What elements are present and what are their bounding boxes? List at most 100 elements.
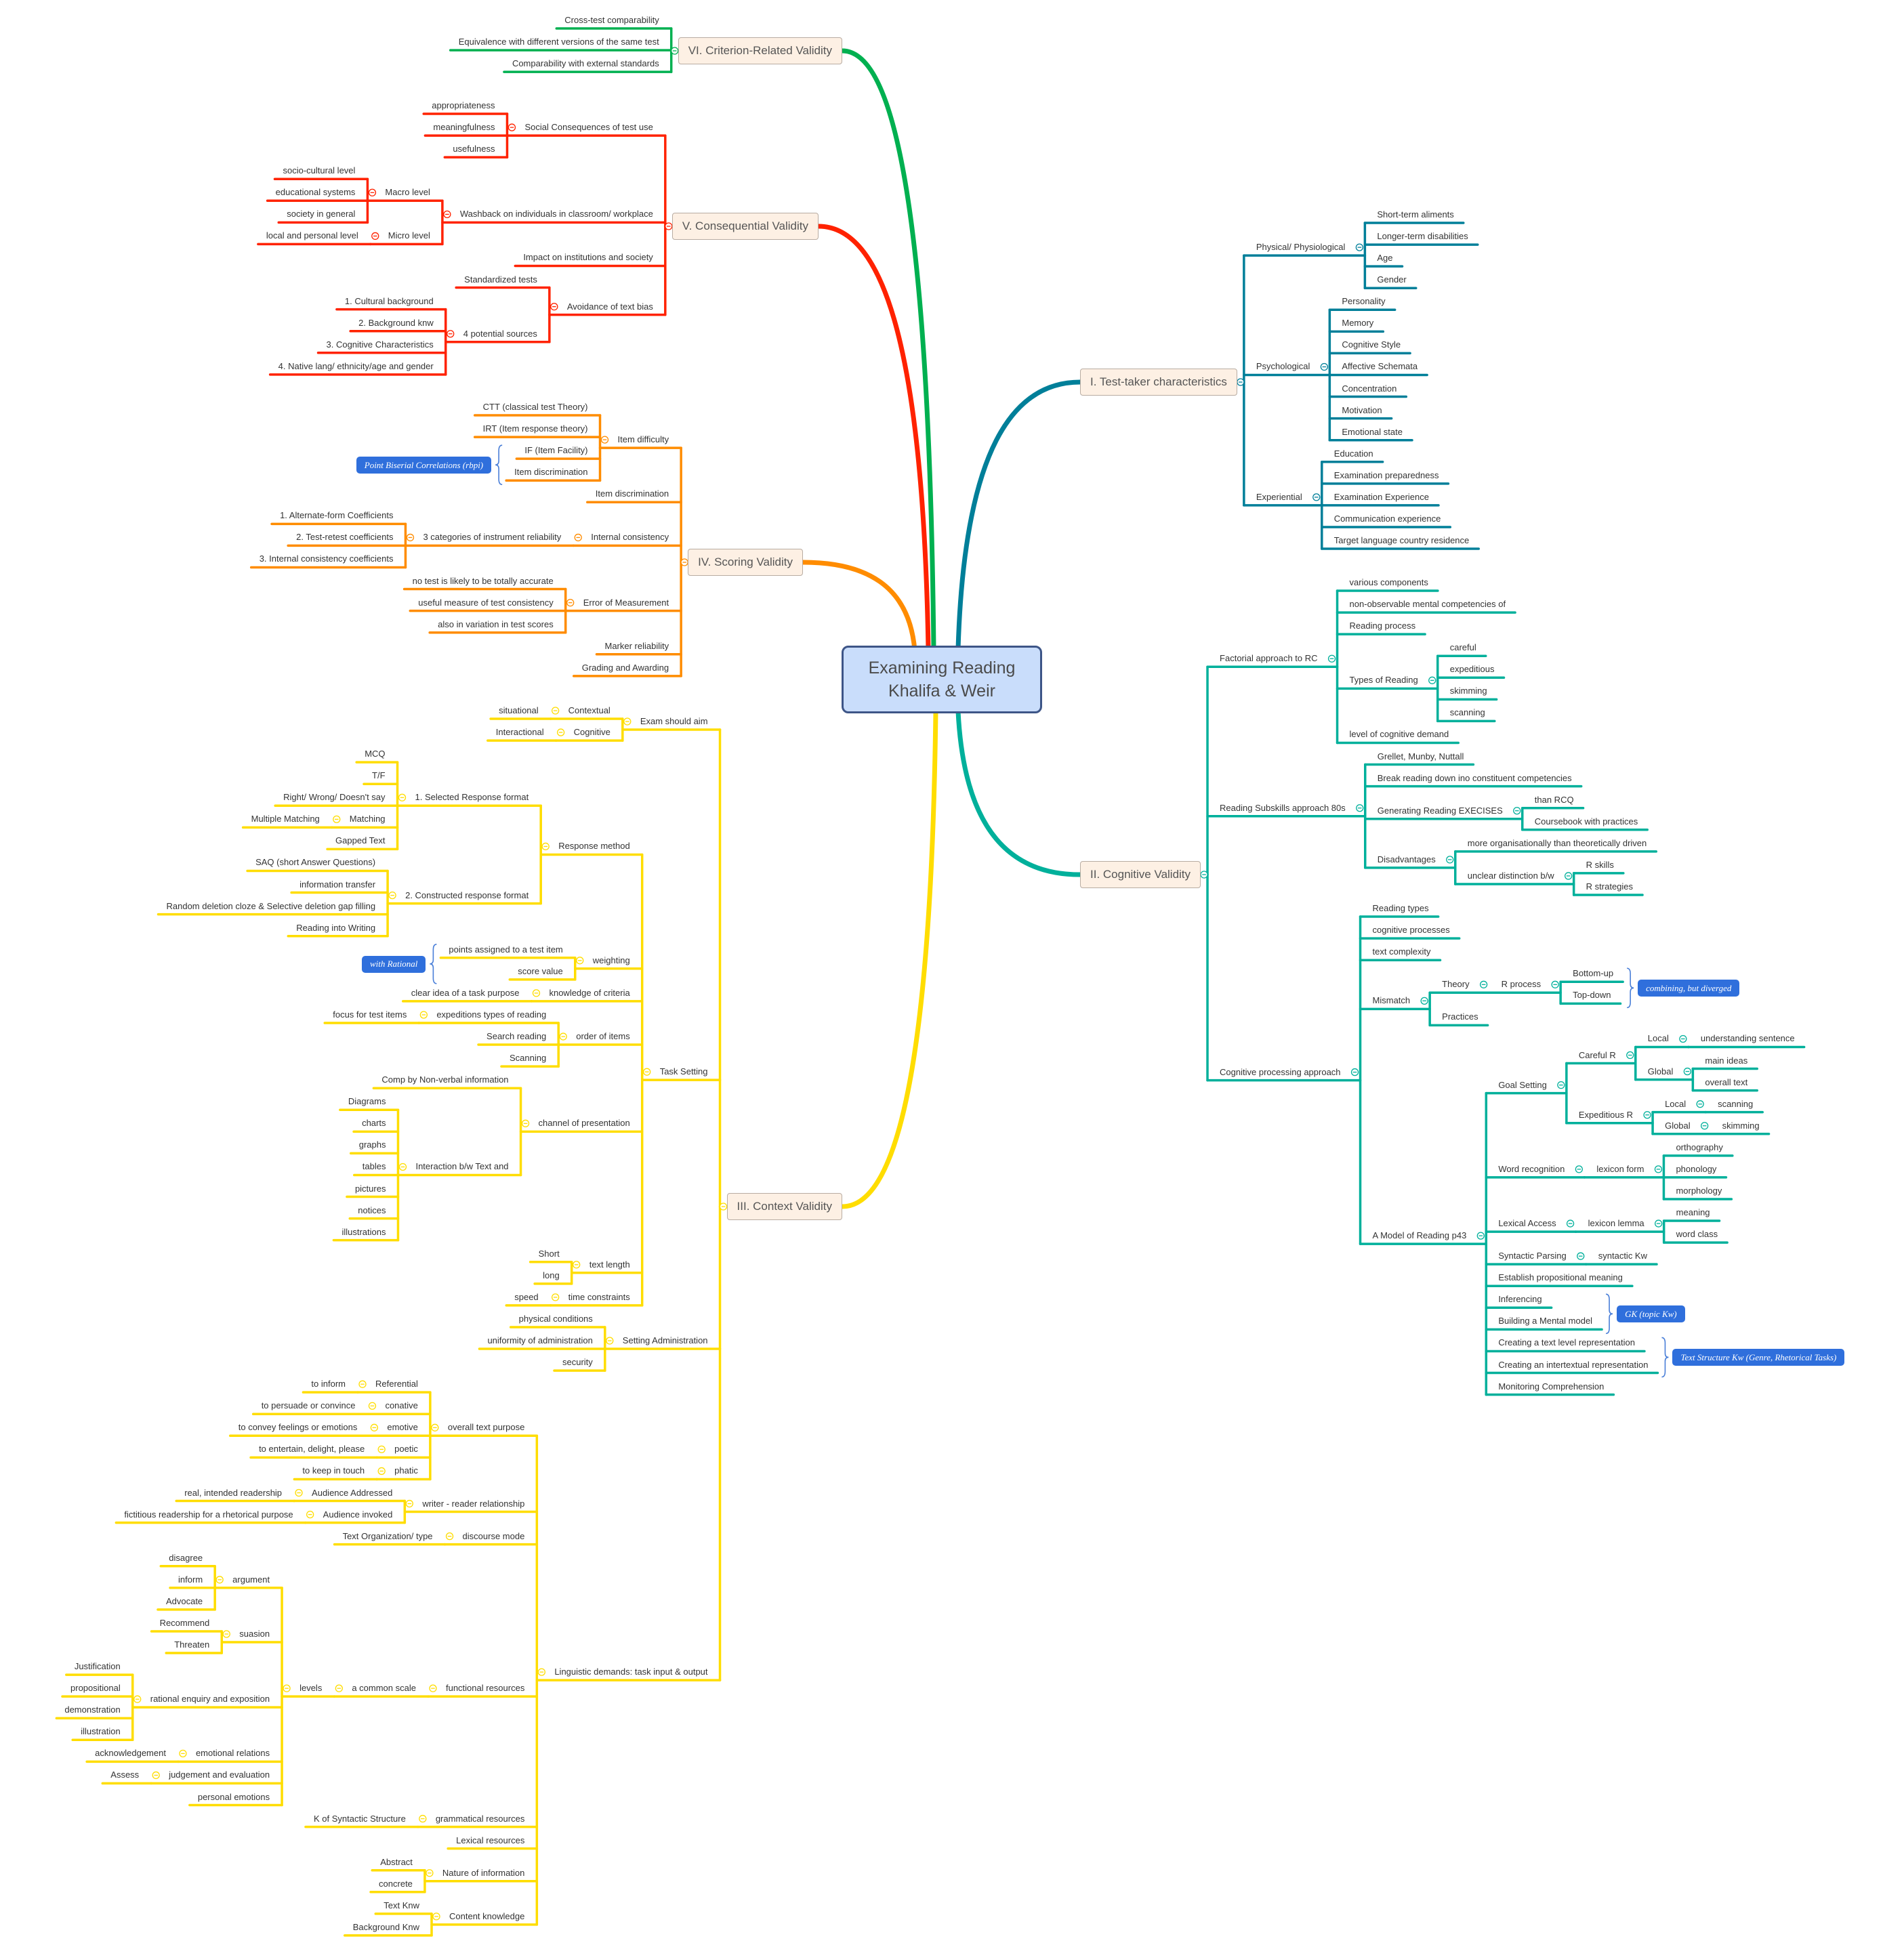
leaf-node[interactable]: meaning bbox=[1676, 1207, 1710, 1218]
topic-node[interactable]: argument bbox=[232, 1574, 270, 1585]
main-topic-node[interactable]: IV. Scoring Validity bbox=[688, 549, 803, 576]
leaf-node[interactable]: main ideas bbox=[1705, 1055, 1748, 1066]
leaf-node[interactable]: Reading into Writing bbox=[296, 922, 376, 933]
topic-node[interactable]: Micro level bbox=[388, 230, 430, 241]
topic-node[interactable]: time constraints bbox=[568, 1291, 630, 1302]
topic-node[interactable]: functional resources bbox=[445, 1683, 525, 1694]
leaf-node[interactable]: 3. Cognitive Characteristics bbox=[326, 339, 434, 350]
main-topic-node[interactable]: VI. Criterion-Related Validity bbox=[678, 37, 842, 64]
leaf-node[interactable]: inform bbox=[178, 1574, 203, 1585]
topic-node[interactable]: Generating Reading EXECISES bbox=[1377, 805, 1503, 816]
leaf-node[interactable]: propositional bbox=[70, 1683, 121, 1694]
leaf-node[interactable]: morphology bbox=[1676, 1185, 1722, 1196]
topic-node[interactable]: suasion bbox=[239, 1628, 270, 1639]
topic-node[interactable]: Avoidance of text bias bbox=[566, 301, 653, 312]
leaf-node[interactable]: 2. Background knw bbox=[358, 317, 434, 328]
leaf-node[interactable]: Creating a text level representation bbox=[1498, 1337, 1635, 1348]
topic-node[interactable]: Word recognition bbox=[1498, 1163, 1565, 1174]
leaf-node[interactable]: non-observable mental competencies of bbox=[1349, 599, 1506, 610]
leaf-node[interactable]: educational systems bbox=[275, 187, 356, 198]
topic-node[interactable]: Content knowledge bbox=[449, 1910, 525, 1921]
leaf-node[interactable]: Cross-test comparability bbox=[564, 15, 659, 25]
topic-node[interactable]: levels bbox=[299, 1683, 323, 1694]
leaf-node[interactable]: Equivalence with different versions of t… bbox=[458, 37, 659, 47]
topic-node[interactable]: conative bbox=[385, 1400, 418, 1411]
leaf-node[interactable]: meaningfulness bbox=[433, 122, 495, 133]
topic-node[interactable]: grammatical resources bbox=[435, 1813, 525, 1824]
leaf-node[interactable]: to persuade or convince bbox=[261, 1400, 356, 1411]
topic-node[interactable]: Task Setting bbox=[659, 1066, 708, 1077]
leaf-node[interactable]: overall text bbox=[1705, 1076, 1748, 1087]
topic-node[interactable]: Nature of information bbox=[442, 1867, 525, 1878]
topic-node[interactable]: a common scale bbox=[352, 1683, 416, 1694]
topic-node[interactable]: Item difficulty bbox=[617, 434, 669, 445]
leaf-node[interactable]: pictures bbox=[354, 1183, 386, 1194]
leaf-node[interactable]: disagree bbox=[169, 1552, 203, 1563]
topic-node[interactable]: Audience invoked bbox=[323, 1509, 393, 1520]
leaf-node[interactable]: Examination Experience bbox=[1333, 491, 1429, 502]
leaf-node[interactable]: 4. Native lang/ ethnicity/age and gender bbox=[278, 360, 434, 371]
leaf-node[interactable]: tables bbox=[362, 1161, 386, 1172]
leaf-node[interactable]: Comparability with external standards bbox=[512, 58, 659, 69]
leaf-node[interactable]: also in variation in test scores bbox=[438, 619, 554, 629]
leaf-node[interactable]: Monitoring Comprehension bbox=[1498, 1381, 1605, 1392]
leaf-node[interactable]: Comp by Non-verbal information bbox=[381, 1074, 509, 1085]
topic-node[interactable]: Local bbox=[1665, 1098, 1686, 1109]
main-topic-node[interactable]: V. Consequential Validity bbox=[671, 213, 819, 240]
topic-node[interactable]: emotional relations bbox=[195, 1748, 270, 1759]
leaf-node[interactable]: Impact on institutions and society bbox=[523, 252, 653, 263]
leaf-node[interactable]: Concentration bbox=[1342, 383, 1397, 394]
topic-node[interactable]: Error of Measurement bbox=[583, 597, 669, 608]
leaf-node[interactable]: acknowledgement bbox=[95, 1748, 166, 1759]
topic-node[interactable]: weighting bbox=[592, 955, 630, 965]
leaf-node[interactable]: real, intended readership bbox=[184, 1487, 283, 1498]
leaf-node[interactable]: 1. Cultural background bbox=[344, 295, 434, 306]
leaf-node[interactable]: Marker reliability bbox=[604, 640, 669, 651]
leaf-node[interactable]: concrete bbox=[379, 1878, 413, 1889]
leaf-node[interactable]: Background Knw bbox=[352, 1921, 420, 1932]
topic-node[interactable]: Psychological bbox=[1256, 361, 1310, 372]
leaf-node[interactable]: MCQ bbox=[365, 749, 386, 759]
leaf-node[interactable]: appropriateness bbox=[432, 100, 495, 110]
leaf-node[interactable]: personal emotions bbox=[197, 1791, 270, 1802]
topic-node[interactable]: Response method bbox=[558, 841, 630, 852]
topic-node[interactable]: Goal Setting bbox=[1498, 1079, 1547, 1090]
leaf-node[interactable]: to convey feelings or emotions bbox=[238, 1422, 358, 1433]
leaf-node[interactable]: Age bbox=[1377, 253, 1393, 264]
leaf-node[interactable]: fictitious readership for a rhetorical p… bbox=[124, 1509, 293, 1520]
leaf-node[interactable]: society in general bbox=[287, 209, 356, 219]
leaf-node[interactable]: Practices bbox=[1442, 1011, 1478, 1022]
topic-node[interactable]: Experiential bbox=[1256, 491, 1302, 502]
topic-node[interactable]: 1. Selected Response format bbox=[415, 792, 529, 803]
topic-node[interactable]: channel of presentation bbox=[538, 1118, 630, 1129]
topic-node[interactable]: Local bbox=[1647, 1033, 1669, 1044]
topic-node[interactable]: expeditions types of reading bbox=[436, 1009, 547, 1020]
topic-node[interactable]: Cognitive bbox=[573, 727, 610, 738]
topic-node[interactable]: discourse mode bbox=[462, 1530, 525, 1541]
leaf-node[interactable]: Item discrimination bbox=[514, 467, 588, 478]
topic-node[interactable]: Syntactic Parsing bbox=[1498, 1251, 1567, 1261]
topic-node[interactable]: Theory bbox=[1442, 979, 1470, 990]
leaf-node[interactable]: Lexical resources bbox=[456, 1835, 525, 1845]
leaf-node[interactable]: Motivation bbox=[1342, 404, 1382, 415]
leaf-node[interactable]: skimming bbox=[1722, 1120, 1760, 1131]
leaf-node[interactable]: Emotional state bbox=[1342, 426, 1403, 437]
leaf-node[interactable]: level of cognitive demand bbox=[1349, 729, 1449, 740]
leaf-node[interactable]: Text Knw bbox=[384, 1900, 420, 1910]
leaf-node[interactable]: notices bbox=[358, 1205, 386, 1215]
leaf-node[interactable]: Justification bbox=[74, 1661, 121, 1672]
leaf-node[interactable]: Abstract bbox=[380, 1856, 413, 1867]
leaf-node[interactable]: demonstration bbox=[64, 1705, 121, 1715]
leaf-node[interactable]: Communication experience bbox=[1333, 513, 1441, 524]
topic-node[interactable]: Cognitive processing approach bbox=[1220, 1066, 1341, 1077]
leaf-node[interactable]: scanning bbox=[1449, 707, 1485, 718]
leaf-node[interactable]: illustrations bbox=[342, 1226, 386, 1237]
topic-node[interactable]: Social Consequences of test use bbox=[524, 122, 653, 133]
leaf-node[interactable]: syntactic Kw bbox=[1598, 1251, 1647, 1261]
summary-callout[interactable]: Point Biserial Correlations (rbpi) bbox=[356, 457, 492, 474]
leaf-node[interactable]: graphs bbox=[358, 1139, 386, 1150]
leaf-node[interactable]: Affective Schemata bbox=[1342, 361, 1418, 372]
leaf-node[interactable]: long bbox=[543, 1270, 560, 1280]
leaf-node[interactable]: Cognitive Style bbox=[1342, 339, 1401, 350]
leaf-node[interactable]: Building a Mental model bbox=[1498, 1316, 1593, 1326]
